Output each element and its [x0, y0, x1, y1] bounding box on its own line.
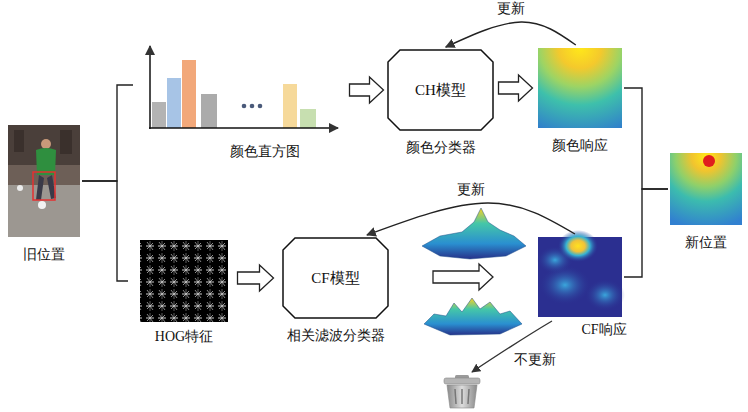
cf-response: CF响应	[538, 237, 622, 317]
edge-label: 更新	[495, 1, 527, 18]
peak-surface	[422, 208, 526, 259]
color-histogram: 颜色直方图	[145, 40, 345, 130]
bracket-line	[82, 85, 133, 181]
note-label: 不更新	[512, 352, 558, 369]
edge-label: 更新	[455, 182, 487, 199]
caption-text: 颜色响应	[552, 138, 608, 155]
new-position: 新位置	[670, 153, 742, 225]
caption-text: 旧位置	[23, 247, 65, 264]
caption-text: CF响应	[581, 322, 626, 339]
cf-heatmap	[537, 230, 625, 317]
histogram-chart	[149, 46, 338, 129]
model-name: CH模型	[415, 81, 466, 100]
color-response: 颜色响应	[538, 48, 622, 128]
block-arrow	[238, 265, 274, 291]
octagon-shape	[388, 50, 493, 130]
caption-text: 新位置	[685, 235, 727, 252]
bracket-line	[624, 189, 668, 277]
update-arrow	[367, 203, 575, 235]
octagon-shape	[283, 238, 388, 318]
color-heatmap	[538, 48, 622, 128]
caption-text: 相关滤波分类器	[287, 328, 385, 345]
hog-image	[140, 240, 228, 322]
new-position-map	[670, 153, 742, 225]
old-position: 旧位置	[8, 125, 80, 237]
photo	[8, 125, 80, 237]
block-arrow	[350, 77, 384, 103]
update-arrow	[446, 22, 576, 47]
hog-feature: HOG特征	[140, 240, 228, 322]
caption-text: 颜色直方图	[230, 144, 300, 161]
block-arrow	[433, 264, 493, 290]
model-name: CF模型	[311, 269, 359, 288]
block-arrow	[499, 75, 533, 101]
ch-classifier: CH模型颜色分类器	[388, 50, 493, 130]
caption-text: HOG特征	[155, 329, 213, 346]
cf-classifier: CF模型相关滤波分类器	[283, 238, 388, 318]
trash-can	[444, 375, 480, 408]
bracket-line	[82, 181, 128, 281]
caption-text: 颜色分类器	[406, 140, 476, 157]
noisy-surface	[424, 298, 522, 335]
bracket-line	[624, 88, 668, 189]
